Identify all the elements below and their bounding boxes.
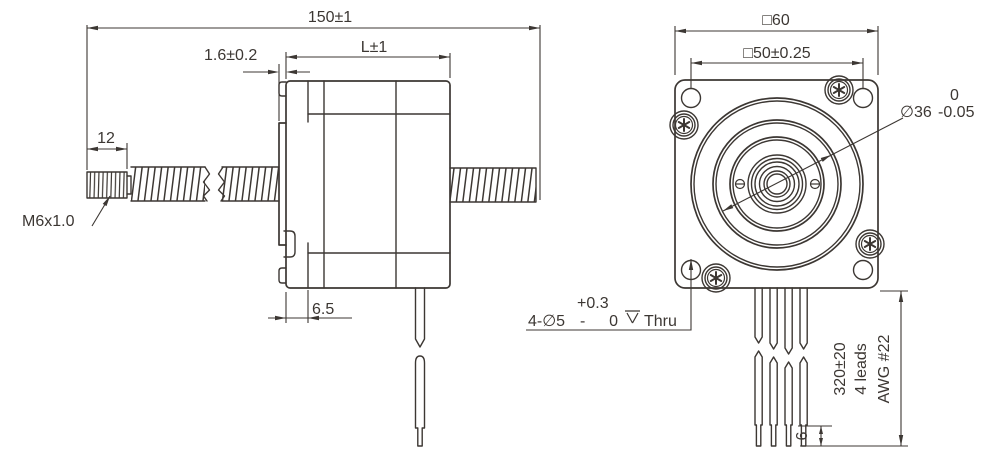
- flange-outline: [674, 79, 879, 289]
- pilot-diameter-tol-lower: -0.05: [938, 104, 975, 121]
- lead-wires: [754, 287, 808, 447]
- dim-body-length: L±1: [285, 39, 451, 79]
- front-view: □60 □50±0.25 ∅36 -0.05 0 4-∅5 +0.3 - 0: [526, 12, 975, 447]
- lead-gauge-label: AWG #22: [876, 335, 893, 404]
- body-length-label: L±1: [361, 39, 388, 56]
- label-pilot-diameter: ∅36 -0.05 0: [722, 87, 975, 212]
- dim-thread-length: 12: [87, 130, 128, 169]
- lead-count-label: 4 leads: [853, 343, 870, 395]
- dim-step-depth: 6.5: [268, 290, 352, 323]
- dim-overall-length: 150±1: [86, 9, 541, 200]
- screw-head-bump-bottom: [278, 267, 287, 284]
- thru-label: Thru: [644, 313, 677, 330]
- mounting-holes: [680, 87, 874, 281]
- mounting-pitch-label: □50±0.25: [743, 45, 810, 62]
- dim-lead-length: 320±20 4 leads AWG #22: [800, 290, 908, 447]
- mounting-holes-base: 4-∅5: [528, 313, 565, 330]
- dim-strip-length: 6: [794, 425, 832, 446]
- mounting-holes-tol-lower: - 0: [580, 313, 618, 330]
- lead-screw-rear: [449, 167, 537, 203]
- overall-length-label: 150±1: [308, 9, 352, 26]
- mounting-holes-tol-upper: +0.3: [577, 295, 609, 312]
- dim-mounting-pitch: □50±0.25: [690, 45, 864, 88]
- face-circles: [690, 97, 864, 271]
- dim-outer-square: □60: [674, 12, 879, 75]
- assembly-screw-left: [669, 110, 699, 140]
- step-depth-label: 6.5: [312, 301, 334, 318]
- thread-length-label: 12: [97, 130, 115, 147]
- strip-length-label: 6: [794, 431, 811, 440]
- assembly-screws: [669, 75, 885, 293]
- retainer-screw-left: [734, 178, 746, 190]
- label-thread-spec: M6x1.0: [22, 195, 111, 230]
- retainer-screw-right: [809, 178, 821, 190]
- dim-boss-thickness: 1.6±0.2: [204, 47, 310, 121]
- lead-screw-m6-tip: [86, 171, 132, 199]
- assembly-screw-top: [824, 75, 854, 105]
- screw-head-bump-top: [278, 81, 287, 97]
- label-mounting-holes: 4-∅5 +0.3 - 0 Thru: [526, 259, 694, 331]
- outer-square-label: □60: [762, 12, 790, 29]
- pilot-diameter-base: ∅36: [900, 104, 932, 121]
- lead-length-label: 320±20: [832, 342, 849, 395]
- assembly-screw-right: [855, 229, 885, 259]
- lead-screw-front: [130, 166, 280, 202]
- depth-thru-symbol: [625, 310, 640, 324]
- pilot-diameter-tol-upper: 0: [950, 87, 959, 104]
- face-screw-tab: [283, 230, 296, 258]
- assembly-screw-bottom: [701, 263, 731, 293]
- side-view: 150±1 L±1 1.6±0.2 12: [22, 9, 541, 447]
- motor-wire-side: [414, 287, 426, 447]
- pilot-boss-side: [278, 122, 287, 246]
- thread-spec-label: M6x1.0: [22, 213, 75, 230]
- motor-body-side: [278, 80, 451, 289]
- boss-thickness-label: 1.6±0.2: [204, 47, 257, 64]
